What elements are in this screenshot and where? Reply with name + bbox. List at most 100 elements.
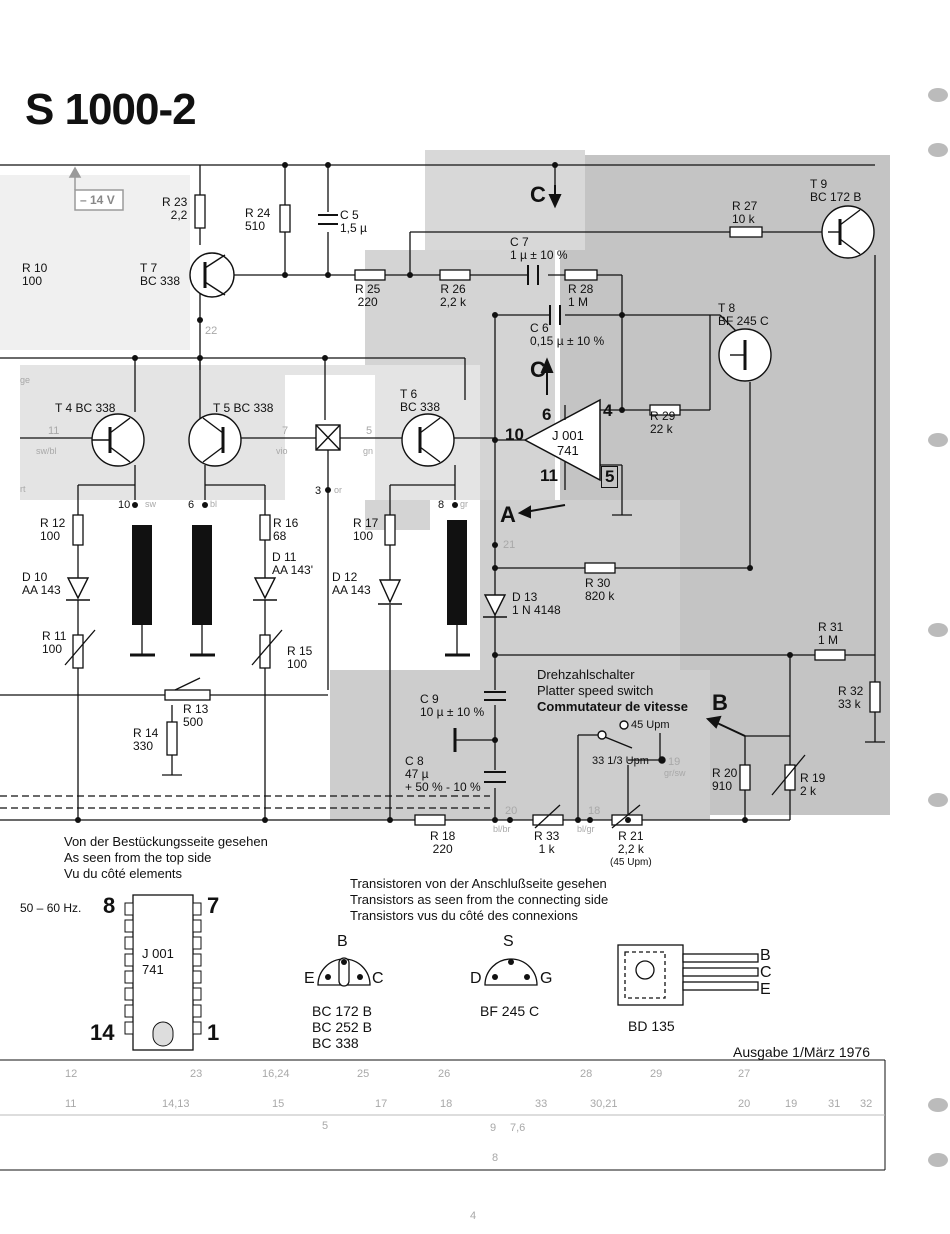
node-22: 22 [205, 325, 218, 337]
node-18: 18 [588, 805, 601, 817]
x-junction [315, 424, 341, 451]
transistor-internals [92, 209, 861, 463]
index-cell: 5 [322, 1120, 329, 1132]
speed-switch-title: Drehzahlschalter Platter speed switch Co… [537, 667, 688, 714]
node-bl: bl [210, 499, 218, 509]
pkg1-names: BC 172 B BC 252 B BC 338 [312, 1003, 372, 1051]
switch-45-label: 45 Upm [631, 719, 670, 731]
edition-label: Ausgabe 1/März 1976 [733, 1044, 870, 1060]
index-cell: 28 [580, 1068, 593, 1080]
marker-a: A [500, 502, 516, 527]
ic-pin-7: 7 [207, 893, 220, 918]
pkg2-d: D [470, 970, 482, 987]
node-19: 19 [668, 756, 681, 768]
node-11: 11 [48, 425, 60, 437]
index-cell: 19 [785, 1098, 798, 1110]
node-8: 8 [438, 499, 445, 511]
opamp-pin-11: 11 [540, 466, 558, 485]
marker-arrows [517, 185, 746, 737]
index-cell: 27 [738, 1068, 751, 1080]
node-blgr: bl/gr [577, 824, 595, 834]
index-cell: 20 [738, 1098, 751, 1110]
opamp-pin-5: 5 [601, 466, 619, 488]
binding-holes [928, 88, 948, 1167]
index-cell: 8 [492, 1152, 499, 1164]
ic-package-pins [124, 902, 202, 1047]
index-cell: 26 [438, 1068, 451, 1080]
view-note: Von der Bestückungsseite gesehen As seen… [64, 834, 268, 881]
index-cell: 30,21 [590, 1098, 618, 1110]
opamp-pin-10: 10 [505, 425, 524, 444]
node-grsw: gr/sw [664, 768, 686, 778]
index-cell: 33 [535, 1098, 548, 1110]
node-6: 6 [188, 499, 195, 511]
package-pin-dots [325, 959, 530, 980]
ic-package-label: J 001 741 [142, 946, 174, 977]
marker-c-mid: C [530, 357, 546, 382]
marker-b: B [712, 690, 728, 715]
index-cell: 14,13 [162, 1098, 190, 1110]
opamp-pin-6: 6 [542, 405, 552, 424]
t5-label: T 5 BC 338 [213, 401, 274, 415]
opamp-pin-4: 4 [603, 401, 613, 420]
node-21: 21 [503, 539, 516, 551]
pkg3-name: BD 135 [628, 1018, 675, 1034]
scrap-text-ge: ge [20, 375, 31, 385]
node-gr: gr [460, 499, 469, 509]
pkg2-g: G [540, 970, 553, 987]
ic-pin-14: 14 [90, 1020, 115, 1045]
pkg3-b: B [760, 947, 771, 964]
node-vio: vio [276, 446, 288, 456]
ic-pin-8: 8 [103, 893, 116, 918]
node-10: 10 [118, 499, 131, 511]
supply-voltage-label: – 14 V [80, 193, 115, 207]
index-cell: 23 [190, 1068, 203, 1080]
marker-c-top: C [530, 182, 546, 207]
index-cell: 9 [490, 1122, 497, 1134]
node-sw: sw [145, 499, 156, 509]
index-table-lines [0, 1059, 886, 1171]
pkg2-name: BF 245 C [480, 1003, 540, 1019]
capacitors [318, 214, 561, 783]
head-bars [132, 520, 467, 625]
scrap-text-rt: rt [20, 484, 26, 494]
junction-dots [75, 162, 793, 823]
node-5: 5 [366, 425, 373, 437]
variable-arrows [64, 629, 806, 829]
node-20: 20 [505, 805, 518, 817]
node-3: 3 [315, 485, 322, 497]
supply-box [68, 166, 124, 211]
resistors [72, 194, 881, 826]
node-7: 7 [282, 425, 289, 437]
index-cell: 7,6 [510, 1122, 526, 1134]
